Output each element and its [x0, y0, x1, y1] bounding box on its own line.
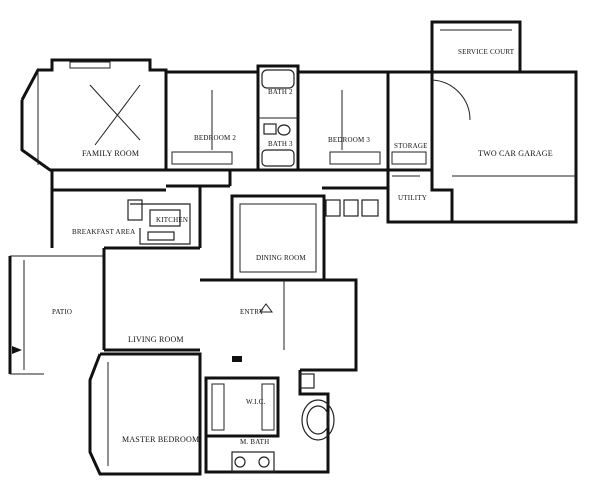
family-room: [20, 58, 168, 172]
master-bedroom: [88, 352, 202, 476]
label-kitchen: KITCHEN: [156, 216, 188, 224]
entry: [200, 278, 358, 372]
two-car-garage: [430, 70, 578, 224]
label-bedroom-2: BEDROOM 2: [194, 134, 236, 142]
storage: [388, 70, 434, 172]
label-master-bath: M. BATH: [240, 438, 269, 446]
hallway: [166, 170, 232, 248]
label-breakfast: BREAKFAST AREA: [72, 228, 135, 236]
service-court: [430, 20, 522, 72]
label-dining: DINING ROOM: [256, 254, 306, 262]
label-family-room: FAMILY ROOM: [82, 149, 139, 158]
dining-room: [230, 194, 326, 282]
label-bath-lower: BATH 3: [268, 140, 293, 148]
label-utility: UTILITY: [398, 194, 427, 202]
label-master-bedroom: MASTER BEDROOM: [122, 435, 199, 444]
master-bath: [204, 370, 335, 474]
label-entry: ENTRY: [240, 308, 264, 316]
label-wic: W.I.C.: [246, 398, 265, 406]
bedroom-3: [298, 70, 390, 172]
utility: [322, 170, 452, 224]
bath-cluster: [256, 64, 300, 172]
kitchen-breakfast: [50, 170, 191, 248]
walk-in-closet: [204, 356, 280, 438]
label-bedroom-3: BEDROOM 3: [328, 136, 370, 144]
patio: [8, 255, 105, 375]
bedroom-2: [166, 70, 260, 172]
label-service-court: SERVICE COURT: [458, 48, 515, 56]
label-garage: TWO CAR GARAGE: [478, 149, 553, 158]
label-bath-top: BATH 2: [268, 88, 293, 96]
label-storage: STORAGE: [394, 142, 428, 150]
living-room: [102, 246, 200, 352]
label-living: LIVING ROOM: [128, 335, 184, 344]
label-patio: PATIO: [52, 308, 72, 316]
